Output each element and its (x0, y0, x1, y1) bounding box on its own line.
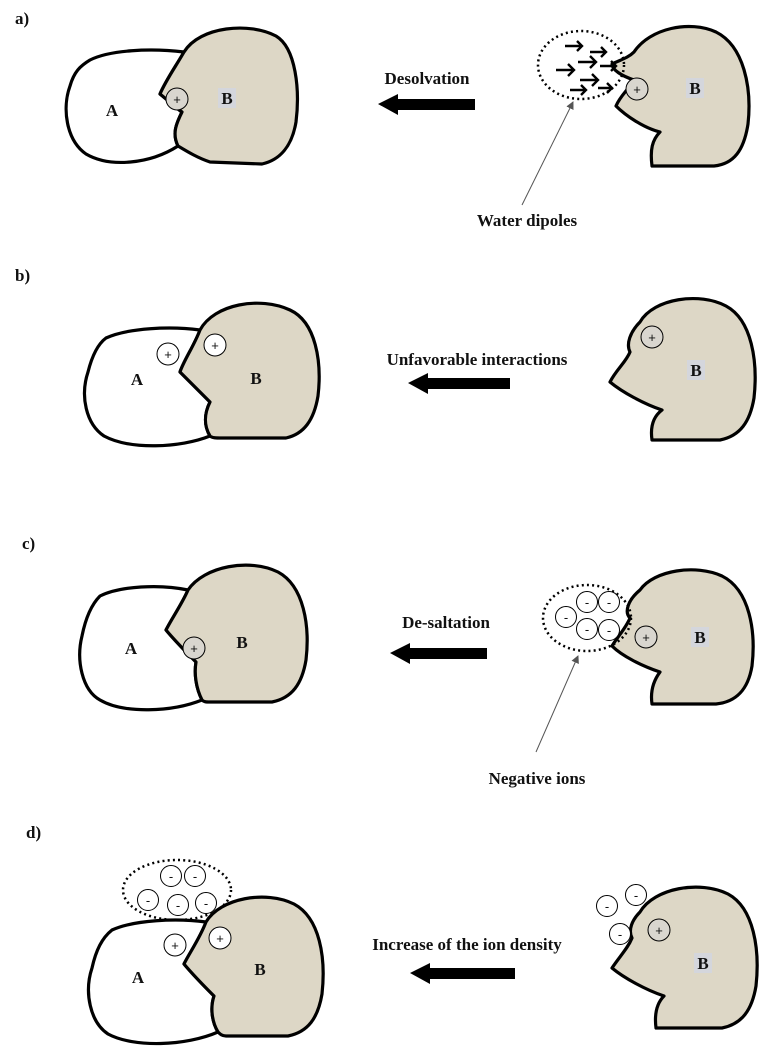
svg-text:-: - (585, 595, 589, 610)
reaction-arrow (390, 643, 487, 664)
svg-text:-: - (146, 893, 150, 908)
molecule-b-letter: B (250, 369, 261, 388)
process-label-desaltation: De-saltation (402, 613, 490, 632)
positive-charge-sign: + (655, 923, 663, 938)
svg-text:-: - (564, 610, 568, 625)
positive-charge-icon (640, 325, 664, 349)
positive-charge-sign: + (211, 338, 219, 353)
free-molecule-b-c: - - - - - + B (541, 568, 755, 706)
molecule-b-shape (610, 885, 759, 1030)
svg-text:-: - (204, 896, 208, 911)
molecule-b-letter: B (254, 960, 265, 979)
molecule-a-letter: A (131, 370, 144, 389)
positive-charge-sign: + (648, 330, 656, 345)
molecule-a-letter: A (106, 101, 119, 120)
letter-background (687, 360, 705, 380)
svg-text:-: - (634, 888, 638, 903)
panel-c-label: c) (22, 534, 35, 553)
positive-charge-sign: + (173, 92, 181, 107)
positive-charge-icon (634, 625, 658, 649)
free-molecule-b-d: - - - + B (596, 884, 759, 1030)
complex-d: + + A B (86, 895, 325, 1046)
svg-text:-: - (607, 595, 611, 610)
positive-charge-sign: + (171, 938, 179, 953)
molecule-a-shape (64, 48, 186, 164)
process-label-desolvation: Desolvation (385, 69, 471, 88)
letter-background (691, 627, 709, 647)
molecule-a-letter: A (125, 639, 138, 658)
ion-shell (541, 583, 633, 653)
svg-text:-: - (176, 898, 180, 913)
molecule-b-letter: B (236, 633, 247, 652)
molecule-b-shape (164, 563, 309, 704)
annotation-pointer (535, 655, 579, 753)
svg-text:-: - (605, 899, 609, 914)
free-molecule-b-a: + B (536, 24, 751, 168)
negative-ion-icons: - - - - - (555, 591, 620, 641)
complex-c: + A B (78, 563, 309, 712)
ion-shell (121, 858, 233, 922)
molecule-b-shape (610, 568, 755, 706)
annotation-negative-ions: Negative ions (489, 769, 586, 788)
molecule-b-shape (610, 24, 751, 168)
complex-b: + + A B (82, 301, 321, 448)
annotation-pointer (521, 101, 574, 206)
panel-b: b) + + A B Unfavorable interactions + B (15, 266, 757, 448)
panel-a-label: a) (15, 9, 29, 28)
free-molecule-b-b: + B (608, 296, 757, 442)
reaction-arrow (378, 94, 475, 115)
positive-charge-icon (165, 87, 189, 111)
molecule-b-letter: B (221, 89, 232, 108)
positive-charge-icon (625, 77, 649, 101)
positive-charge-sign: + (633, 82, 641, 97)
molecule-a-letter: A (132, 968, 145, 987)
molecule-b-shape (608, 296, 757, 442)
annotation-water-dipoles: Water dipoles (477, 211, 578, 230)
panel-d-label: d) (26, 823, 41, 842)
letter-background (694, 953, 712, 973)
reaction-arrow (408, 373, 510, 394)
reaction-arrow (410, 963, 515, 984)
letter-background (218, 88, 236, 108)
negative-ion-icon (609, 923, 631, 945)
water-dipole-icons (556, 40, 618, 96)
positive-charge-sign: + (642, 630, 650, 645)
svg-text:-: - (585, 622, 589, 637)
panel-a: a) + A B Desolvation (15, 9, 751, 230)
molecule-b-letter: B (689, 79, 700, 98)
panel-d: d) - - - - - + + A B Increase of the ion… (26, 823, 759, 1046)
process-label-ion-density: Increase of the ion density (372, 935, 562, 954)
svg-text:-: - (169, 869, 173, 884)
complex-a: + A B (64, 26, 299, 166)
molecule-b-letter: B (690, 361, 701, 380)
ion-cluster-d: - - - - - (121, 858, 233, 922)
positive-charge-icon-a (163, 933, 187, 957)
panel-c: c) + A B De-saltation - - - - (22, 534, 755, 788)
negative-ion-icon (625, 884, 647, 906)
positive-charge-icon-b (203, 333, 227, 357)
negative-ion-icon (596, 895, 618, 917)
positive-charge-icon (647, 918, 671, 942)
panel-b-label: b) (15, 266, 30, 285)
positive-charge-sign: + (164, 347, 172, 362)
positive-charge-sign: + (216, 931, 224, 946)
water-shell (536, 29, 626, 101)
positive-charge-icon (182, 636, 206, 660)
positive-charge-icon-b (208, 926, 232, 950)
svg-text:-: - (618, 927, 622, 942)
process-label-unfavorable: Unfavorable interactions (387, 350, 568, 369)
positive-charge-sign: + (190, 641, 198, 656)
letter-background (686, 78, 704, 98)
molecule-b-letter: B (694, 628, 705, 647)
positive-charge-icon-a (156, 342, 180, 366)
svg-text:-: - (607, 623, 611, 638)
svg-text:-: - (193, 869, 197, 884)
molecule-b-letter: B (697, 954, 708, 973)
